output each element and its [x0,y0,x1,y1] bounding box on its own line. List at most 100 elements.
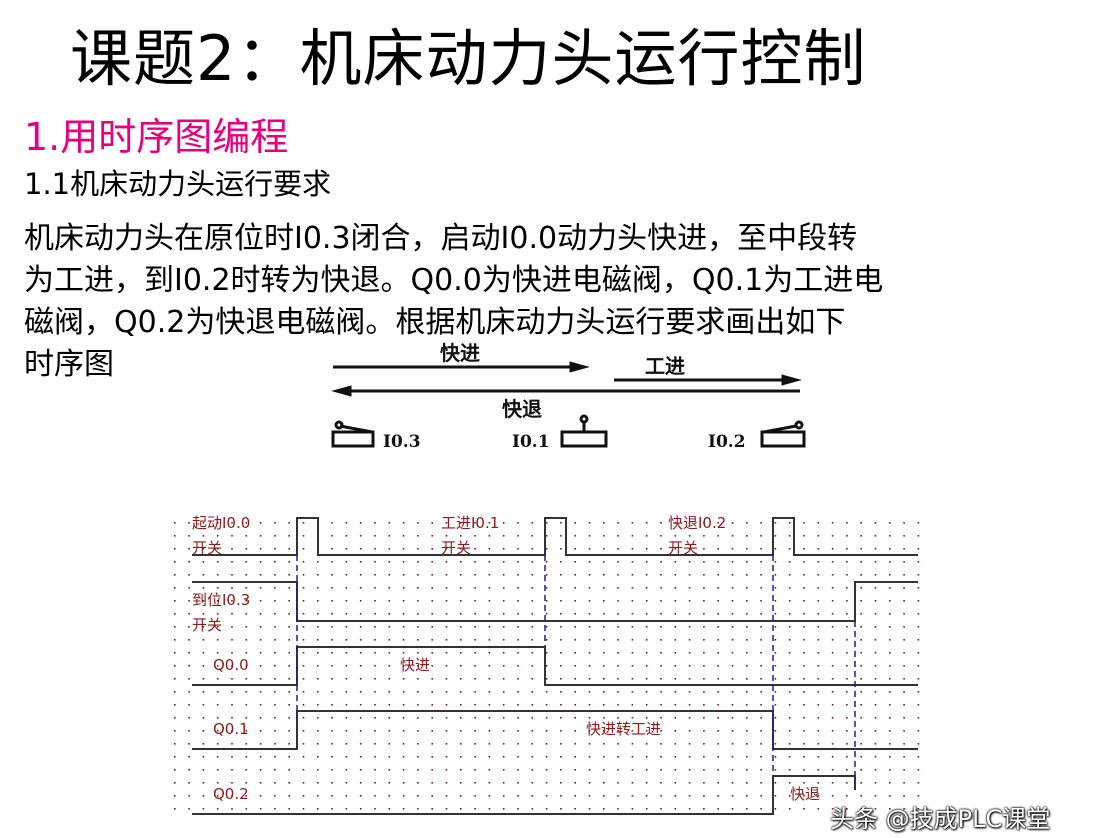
grid-dot [631,600,634,602]
grid-dot [259,808,262,810]
grid-dot [746,743,748,745]
grid-dot [903,691,905,693]
grid-dot [574,717,576,719]
grid-dot [889,665,891,667]
grid-dot [202,717,205,719]
grid-dot [259,756,262,758]
grid-dot [645,717,648,719]
grid-dot [703,808,705,810]
grid-dot [788,730,791,732]
grid-dot [560,678,562,680]
grid-dot [674,756,677,758]
grid-dot [502,665,505,667]
grid-dot [774,730,777,732]
grid-dot [345,548,348,550]
label-q02: Q0.2 [213,785,249,803]
grid-dot [288,522,290,524]
grid-dot [488,535,491,537]
grid-dot [531,782,534,784]
grid-dot [874,613,877,615]
grid-dot [603,795,605,797]
grid-dot [374,665,376,667]
grid-dot [703,639,705,641]
grid-dot [359,769,362,771]
grid-dot [788,548,791,550]
grid-dot [488,730,491,732]
grid-dot [231,652,233,654]
grid-dot [245,691,248,693]
grid-dot [417,626,419,628]
grid-dot [603,665,605,667]
grid-dot [288,808,290,810]
grid-dot [803,782,805,784]
grid-dot [817,652,820,654]
grid-dot [174,613,176,615]
grid-dot [259,613,262,615]
limit-switch-i03-icon [331,420,375,448]
grid-dot [474,613,476,615]
grid-dot [288,782,290,784]
grid-dot [445,808,448,810]
grid-dot [617,626,619,628]
grid-dot [417,652,419,654]
grid-dot [460,574,462,576]
grid-dot [660,691,662,693]
grid-dot [717,717,719,719]
grid-dot [788,561,791,563]
grid-dot [717,600,719,602]
grid-dot [817,613,820,615]
grid-dot [216,561,219,563]
grid-dot [460,652,462,654]
grid-dot [460,587,462,589]
grid-dot [617,652,619,654]
grid-dot [831,613,834,615]
grid-dot [703,548,705,550]
grid-dot [874,782,877,784]
grid-dot [502,743,505,745]
grid-dot [402,808,405,810]
signal-q00 [192,646,918,686]
grid-dot [374,691,376,693]
grid-dot [174,600,176,602]
grid-dot [603,782,605,784]
grid-dot [216,691,219,693]
grid-dot [174,574,176,576]
grid-dot [917,782,920,784]
grid-dot [731,652,734,654]
grid-dot [202,639,205,641]
grid-dot [231,626,233,628]
grid-dot [188,548,190,550]
grid-dot [202,756,205,758]
grid-dot [517,704,519,706]
grid-dot [831,652,834,654]
grid-dot [617,756,619,758]
grid-dot [860,691,862,693]
grid-dot [259,587,262,589]
grid-dot [846,522,848,524]
grid-dot [588,652,591,654]
grid-dot [174,678,176,680]
grid-dot [231,743,233,745]
grid-dot [202,548,205,550]
grid-dot [617,639,619,641]
grid-dot [331,691,333,693]
grid-dot [831,548,834,550]
grid-dot [245,678,248,680]
grid-dot [645,769,648,771]
grid-dot [717,704,719,706]
grid-dot [917,678,920,680]
grid-dot [188,665,190,667]
grid-dot [774,652,777,654]
grid-dot [588,769,591,771]
grid-dot [216,730,219,732]
grid-dot [317,574,319,576]
grid-dot [717,743,719,745]
grid-dot [717,574,719,576]
grid-dot [302,769,305,771]
grid-dot [531,613,534,615]
grid-dot [188,808,190,810]
grid-dot [274,730,276,732]
grid-dot [746,574,748,576]
grid-dot [331,704,333,706]
grid-dot [216,782,219,784]
